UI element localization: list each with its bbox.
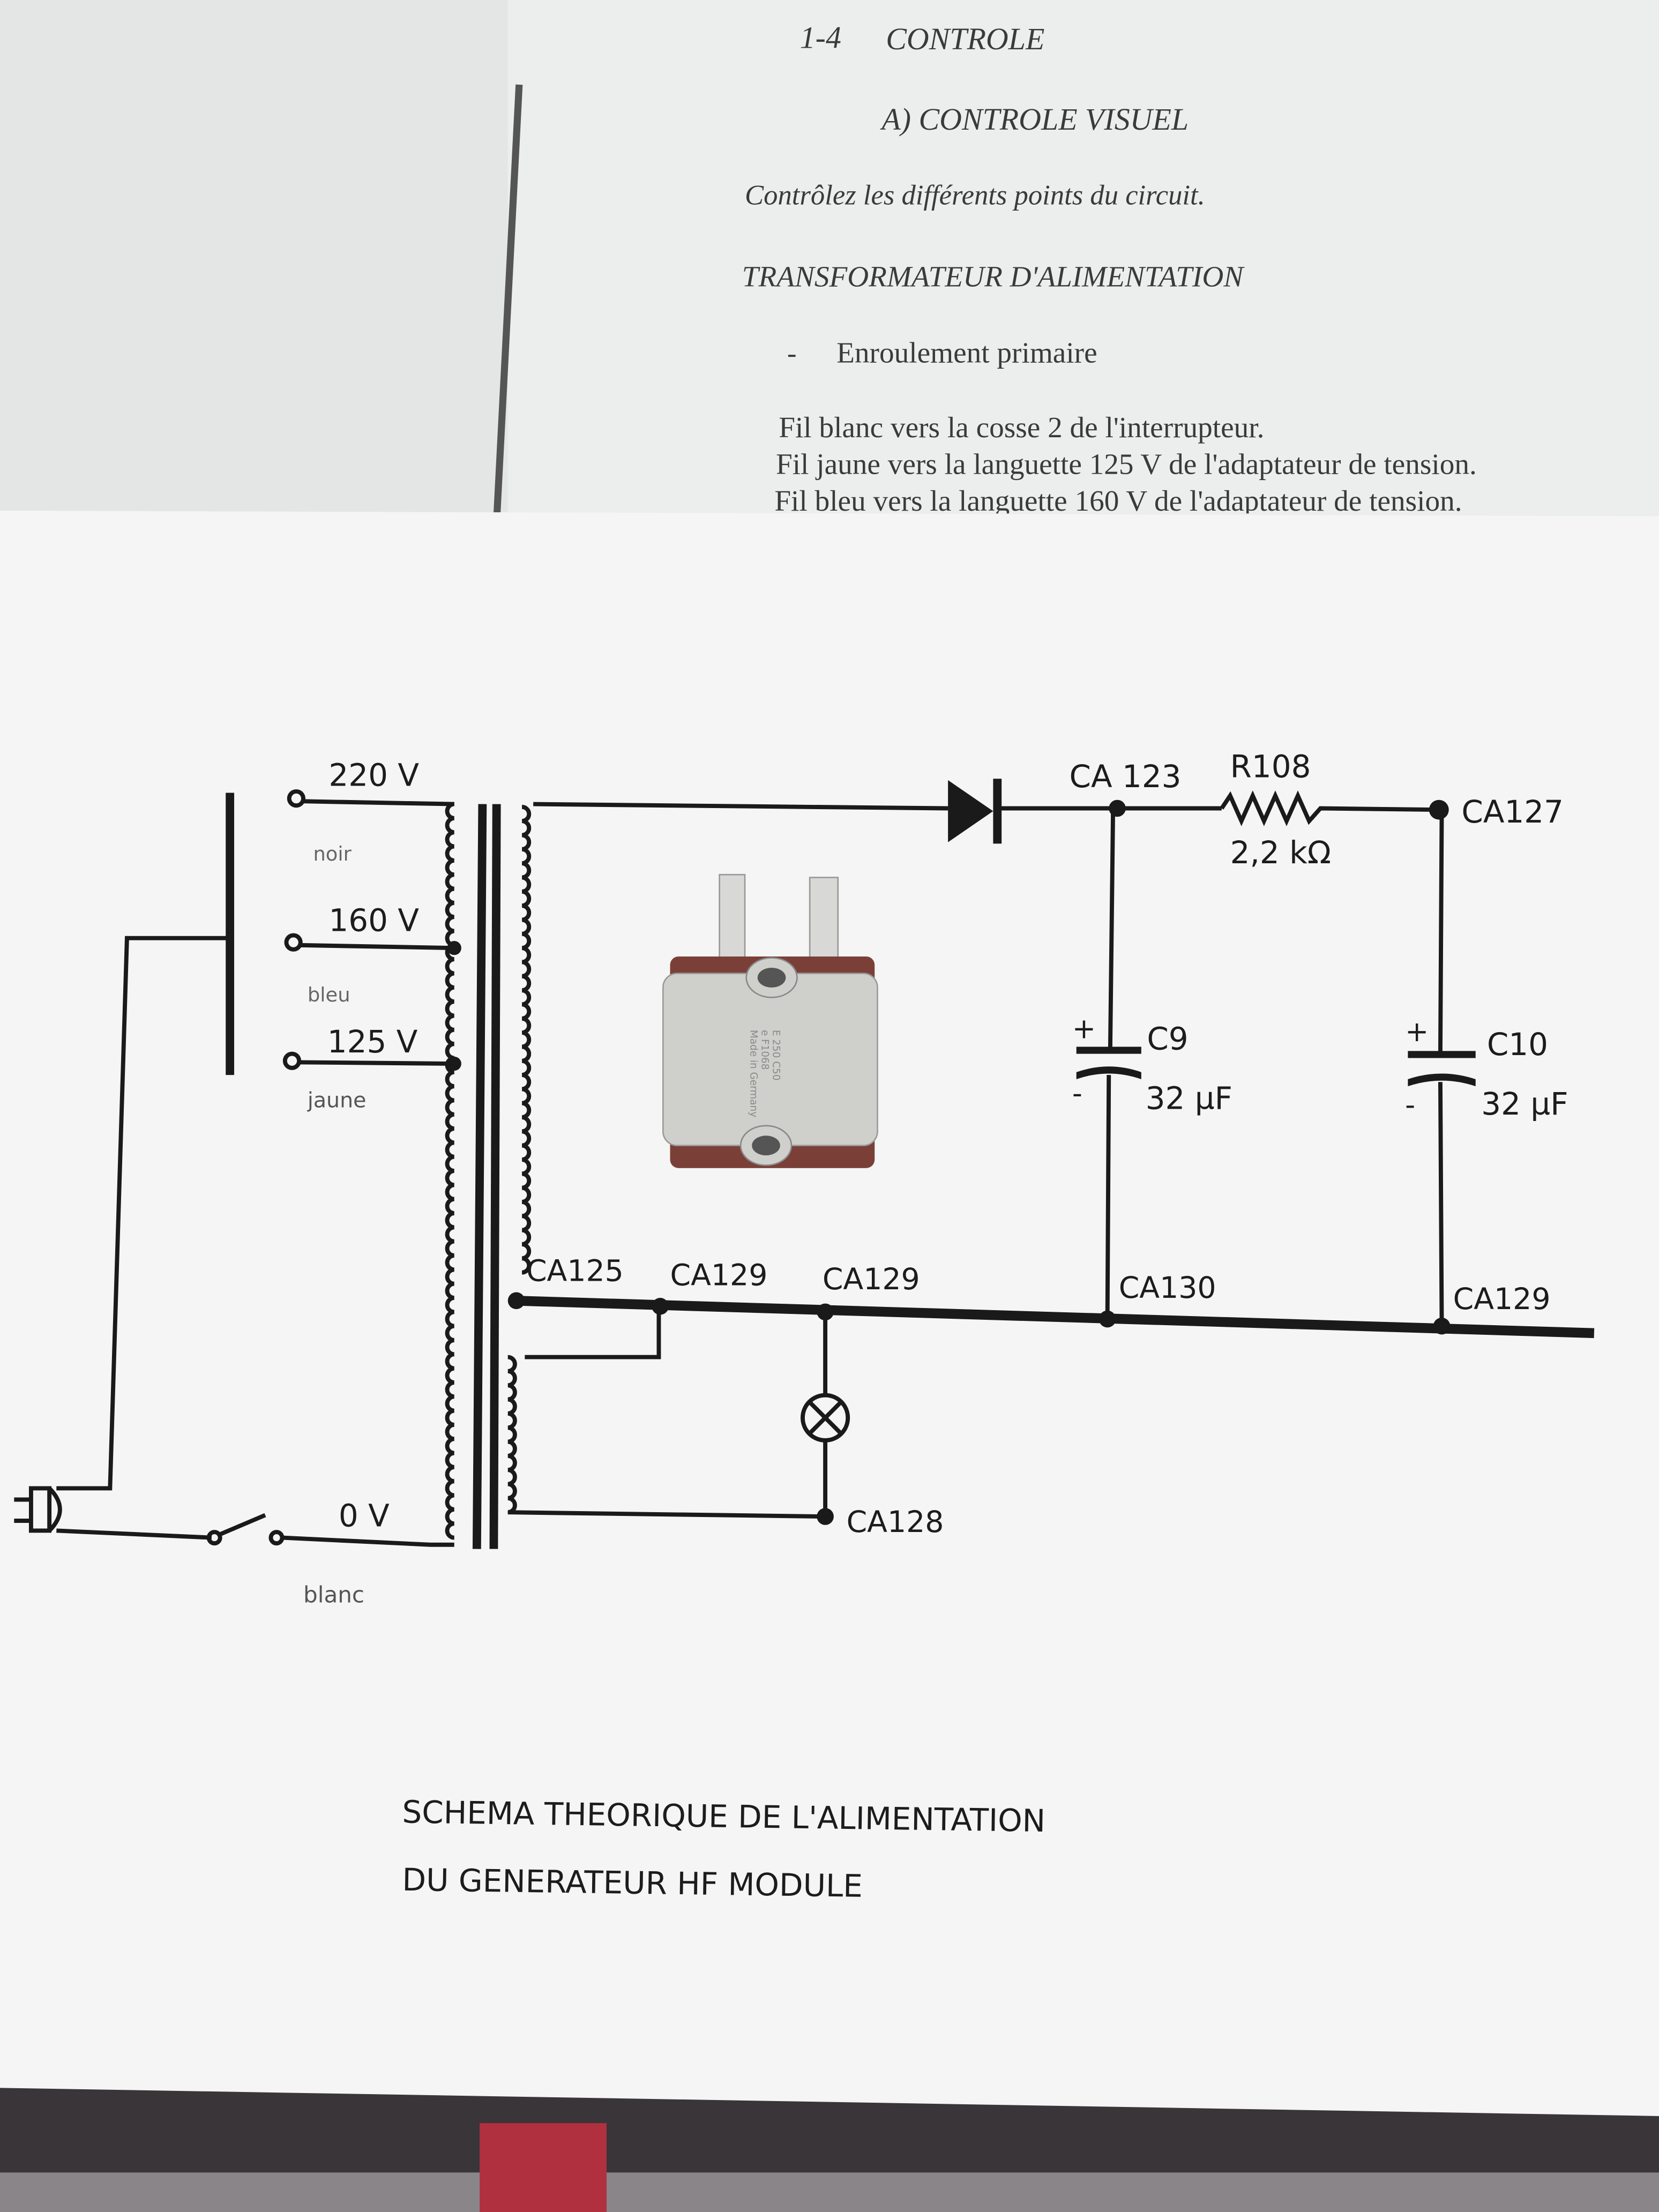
node-label: CA129 [670, 1258, 768, 1292]
minus-sign: - [1405, 1089, 1415, 1122]
power-switch [218, 1513, 266, 1537]
node-label: CA 123 [1070, 758, 1182, 795]
body-line: Fil bleu vers la languette 160 V de l'ad… [774, 484, 1462, 517]
resistor-r108-icon [1220, 790, 1439, 826]
mains-plug-icon [28, 1486, 62, 1533]
capacitor-c10-icon [1408, 1051, 1476, 1058]
primary-winding [445, 802, 455, 1540]
capacitor-name: C10 [1487, 1026, 1548, 1063]
subsection-title: A) CONTROLE VISUEL [879, 102, 1189, 137]
selenium-rectifier-component: E 250 C50 e F1068 Made in Germany [662, 873, 878, 1168]
wire-color: bleu [308, 983, 350, 1006]
caption-line: SCHEMA THEORIQUE DE L'ALIMENTATION [402, 1793, 1045, 1839]
wire-color: jaune [307, 1088, 366, 1113]
plus-sign: + [1072, 1013, 1096, 1045]
node-label: CA127 [1461, 794, 1564, 830]
component-marking: e F1068 [759, 1030, 771, 1070]
node-label: CA130 [1119, 1271, 1216, 1305]
capacitor-c9-icon [1076, 1047, 1141, 1054]
tap-voltage: 220 V [328, 757, 419, 793]
heading: TRANSFORMATEUR D'ALIMENTATION [742, 260, 1245, 293]
component-marking: Made in Germany [748, 1030, 759, 1117]
resistor-value: 2,2 kΩ [1230, 834, 1331, 871]
intro-text: Contrôlez les différents points du circu… [745, 180, 1205, 211]
body-line: Fil jaune vers la languette 125 V de l'a… [776, 448, 1477, 481]
lamp-winding [507, 1355, 517, 1515]
node-label: CA128 [847, 1505, 944, 1540]
tap-voltage: 125 V [327, 1023, 418, 1060]
diode-icon [948, 780, 993, 842]
bullet-text: Enroulement primaire [836, 337, 1097, 369]
resistor-name: R108 [1230, 749, 1311, 785]
node-label: CA129 [823, 1262, 920, 1297]
capacitor-value: 32 µF [1146, 1080, 1232, 1116]
node-label: CA125 [526, 1254, 624, 1288]
wire-color: noir [313, 842, 352, 865]
ground-bus [514, 1296, 1595, 1339]
capacitor-name: C9 [1147, 1021, 1188, 1057]
minus-sign: - [1072, 1078, 1082, 1110]
bullet-dash: - [787, 338, 797, 369]
node-label: CA129 [1453, 1282, 1551, 1317]
plus-sign: + [1405, 1015, 1429, 1048]
secondary-circuit [507, 779, 1595, 1525]
section-number: 1-4 [800, 20, 841, 55]
transformer-core [472, 804, 487, 1549]
capacitor-value: 32 µF [1481, 1086, 1568, 1122]
section-title: CONTROLE [886, 21, 1044, 56]
component-marking: E 250 C50 [771, 1030, 782, 1081]
tap-voltage: 0 V [339, 1498, 390, 1534]
secondary-winding [521, 804, 532, 1275]
body-line: Fil blanc vers la cosse 2 de l'interrupt… [779, 411, 1264, 444]
wire-color: blanc [303, 1582, 364, 1608]
tap-voltage: 160 V [328, 902, 419, 939]
primary-circuit [14, 789, 532, 1549]
caption-line: DU GENERATEUR HF MODULE [402, 1862, 863, 1904]
